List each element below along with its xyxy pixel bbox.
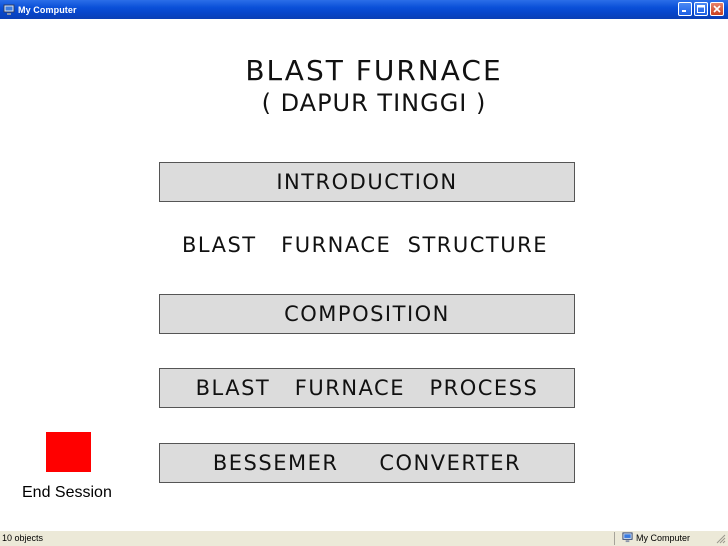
- object-count: 10 objects: [2, 533, 44, 543]
- blast-furnace-structure-button-label: BLAST FURNACE STRUCTURE: [181, 233, 548, 257]
- close-icon: [713, 5, 721, 13]
- status-divider: [614, 532, 615, 545]
- computer-icon: [3, 4, 15, 16]
- blast-furnace-structure-button[interactable]: BLAST FURNACE STRUCTURE: [150, 225, 580, 267]
- slide-title: BLAST FURNACE: [245, 54, 503, 87]
- bessemer-converter-button-label: BESSEMER CONVERTER: [212, 451, 522, 475]
- composition-button[interactable]: COMPOSITION: [159, 294, 575, 334]
- resize-grip-icon[interactable]: [715, 533, 726, 546]
- window-titlebar[interactable]: My Computer: [0, 0, 728, 19]
- status-bar: 10 objects My Computer: [0, 530, 728, 546]
- maximize-button[interactable]: [694, 2, 708, 16]
- minimize-button[interactable]: [678, 2, 692, 16]
- introduction-button[interactable]: INTRODUCTION: [159, 162, 575, 202]
- window-title: My Computer: [18, 4, 77, 15]
- maximize-icon: [697, 5, 705, 13]
- blast-furnace-process-button-label: BLAST FURNACE PROCESS: [195, 376, 539, 400]
- slide-area: BLAST FURNACE ( DAPUR TINGGI ) INTRODUCT…: [0, 19, 728, 530]
- end-session-label: End Session: [22, 484, 112, 501]
- minimize-icon: [682, 10, 686, 12]
- composition-button-label: COMPOSITION: [284, 302, 450, 326]
- status-location: My Computer: [622, 532, 690, 543]
- computer-icon: [622, 532, 633, 543]
- window-controls: [678, 2, 724, 16]
- introduction-button-label: INTRODUCTION: [276, 170, 458, 194]
- bessemer-converter-button[interactable]: BESSEMER CONVERTER: [159, 443, 575, 483]
- end-session-button[interactable]: [46, 432, 91, 472]
- status-location-label: My Computer: [636, 532, 691, 543]
- close-button[interactable]: [710, 2, 724, 16]
- blast-furnace-process-button[interactable]: BLAST FURNACE PROCESS: [159, 368, 575, 408]
- slide-subtitle: ( DAPUR TINGGI ): [261, 89, 487, 117]
